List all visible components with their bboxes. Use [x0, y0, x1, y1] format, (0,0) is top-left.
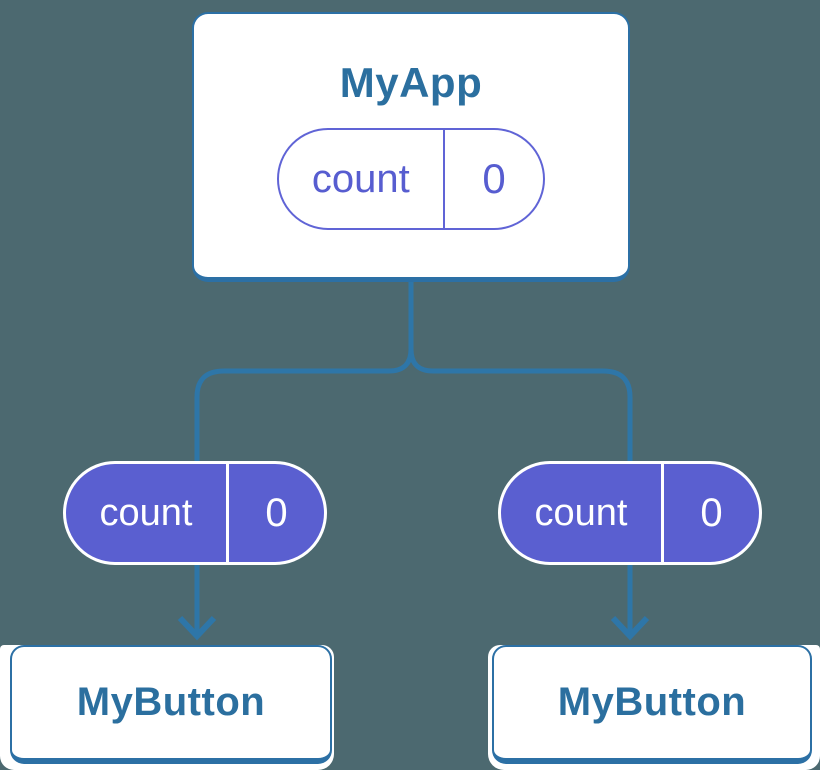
- right-child-component-title: MyButton: [557, 680, 747, 724]
- root-component-card: MyApp count 0: [192, 12, 630, 282]
- right-child-component-card: MyButton: [492, 645, 812, 764]
- root-component-title: MyApp: [339, 59, 483, 106]
- root-state-pill: count 0: [277, 128, 545, 230]
- left-child-component-title: MyButton: [76, 680, 266, 724]
- left-child-component-card: MyButton: [10, 645, 332, 764]
- state-value-label: 0: [265, 490, 288, 535]
- pill-divider: [660, 464, 664, 562]
- right-child-state-pill: count 0: [498, 461, 762, 565]
- left-child-state-pill: count 0: [63, 461, 327, 565]
- state-key-label: count: [311, 156, 410, 201]
- state-value-label: 0: [700, 490, 723, 535]
- connector-left-branch: [194, 282, 414, 632]
- pill-divider: [442, 130, 446, 228]
- arrow-down-right-icon: [610, 615, 650, 641]
- arrow-down-left-icon: [177, 615, 217, 641]
- state-key-label: count: [534, 491, 628, 534]
- pill-divider: [225, 464, 229, 562]
- state-key-label: count: [99, 491, 193, 534]
- state-value-label: 0: [482, 155, 506, 202]
- connector-right-branch: [408, 282, 633, 632]
